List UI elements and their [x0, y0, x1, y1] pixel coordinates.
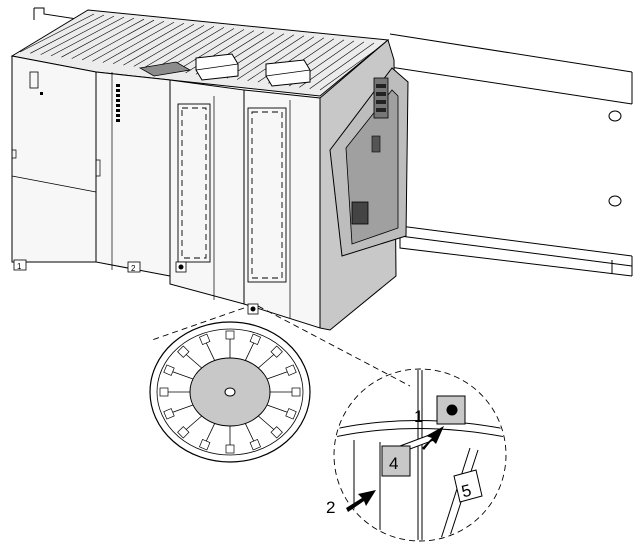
module-signal-3 [169, 53, 245, 305]
wheel-spoke [185, 415, 202, 430]
vent-slat [123, 24, 195, 66]
wheel-number-tab [291, 387, 301, 397]
vent-slat [133, 25, 205, 67]
module-power-supply: 1 [11, 55, 97, 271]
step-number-2: 2 [326, 498, 335, 517]
number-label-5 [453, 469, 483, 503]
front-connector-4 [247, 107, 287, 283]
wheel-spoke [266, 404, 288, 413]
vent-slat [81, 19, 155, 61]
wheel-number-tab [225, 330, 235, 340]
vent-slat [102, 22, 175, 63]
cpu-status-led [116, 84, 120, 87]
wheel-number-tab [199, 439, 211, 451]
vent-slat [112, 23, 185, 65]
module-cpu: 2 [95, 61, 192, 277]
wheel-spoke [185, 354, 202, 369]
zoom-leader-lines [151, 305, 411, 387]
module-open-housing [319, 39, 409, 331]
status-led-block [29, 71, 39, 89]
wheel-number-tab [270, 426, 283, 439]
wheel-spoke [244, 342, 255, 361]
wheel-number-tab [199, 333, 211, 345]
cpu-status-led [116, 104, 120, 107]
rail-mounting-hole [608, 195, 622, 207]
wheel-spoke [244, 423, 255, 442]
label-text-5: 5 [460, 481, 474, 502]
wheel-spoke [266, 371, 288, 380]
memory-card-slot [138, 61, 192, 77]
slot-number-2: 2 [131, 264, 136, 273]
rail-mounting-hole [608, 110, 622, 122]
cpu-status-led [116, 94, 120, 97]
wheel-center-hole [224, 387, 236, 397]
vent-slat [247, 36, 315, 82]
detail-circle [333, 368, 507, 542]
wheel-number-tab [285, 364, 297, 376]
door-handle [351, 201, 369, 225]
cpu-status-led [116, 89, 120, 92]
slot-number-1: 1 [17, 262, 22, 271]
vent-slat [92, 20, 165, 62]
vent-slat [175, 29, 245, 72]
vent-slat [309, 42, 375, 89]
vent-slat [319, 43, 385, 91]
wheel-spoke [172, 404, 194, 413]
vent-slat [40, 15, 115, 55]
arrow-step-1 [422, 426, 444, 450]
wheel-number-tab [249, 439, 261, 451]
wheel-spoke [205, 342, 216, 361]
wheel-number-tab [159, 387, 169, 397]
vent-slat [143, 26, 215, 68]
vent-slat [30, 14, 105, 54]
wheel-spoke [258, 415, 275, 430]
slot-label-2 [127, 261, 141, 273]
vent-slat [237, 35, 305, 80]
slot-number-wheel [149, 321, 311, 463]
wheel-spoke [172, 371, 194, 380]
cpu-led-column [116, 84, 120, 122]
arrow-step-2 [346, 490, 376, 512]
socket-hole [446, 404, 458, 416]
step-number-1: 1 [414, 407, 423, 426]
wheel-number-tab [225, 444, 235, 454]
front-connector-3 [177, 103, 211, 263]
wheel-number-tab [285, 408, 297, 420]
vent-slat [19, 13, 95, 53]
step-indicators: 1 2 [326, 407, 444, 517]
wheel-number-tab [163, 408, 175, 420]
number-label-4 [381, 445, 411, 477]
cpu-status-led [116, 99, 120, 102]
wheel-number-tab [163, 364, 175, 376]
wheel-spoke [258, 354, 275, 369]
wheel-spoke [205, 423, 216, 442]
detail-zoom-view: 4 5 [333, 368, 507, 542]
vent-slat [61, 17, 135, 58]
label-text-4: 4 [389, 454, 398, 473]
wheel-number-tab [270, 345, 283, 358]
cpu-status-led [116, 119, 120, 122]
vent-slat [71, 18, 145, 59]
module-signal-4 [243, 59, 321, 329]
vent-slat [154, 27, 225, 70]
cpu-status-led [116, 109, 120, 112]
wheel-number-tab [177, 345, 190, 358]
wheel-number-tab [249, 333, 261, 345]
slot-label-1 [13, 259, 27, 271]
vent-slat [50, 16, 125, 57]
cpu-status-led [116, 114, 120, 117]
wheel-number-tab [177, 426, 190, 439]
